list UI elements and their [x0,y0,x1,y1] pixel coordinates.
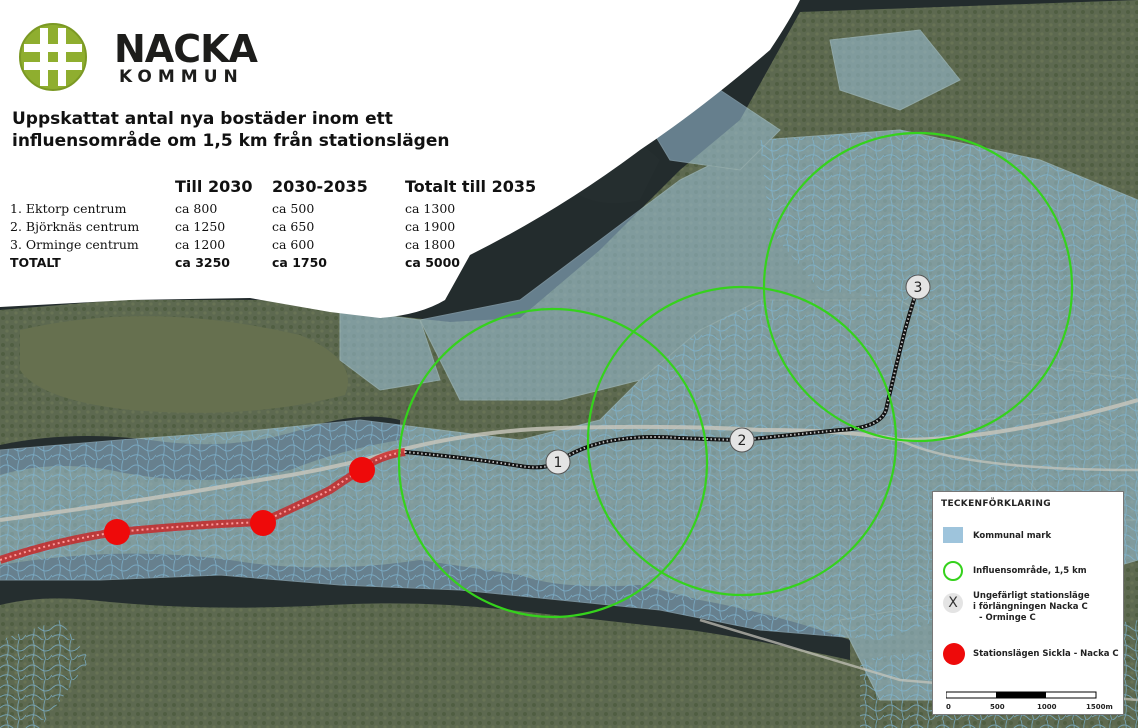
influence-circle-2[interactable] [586,285,898,597]
cell: ca 800 [175,201,218,216]
cell: ca 500 [272,201,315,216]
housing-table: Till 2030 2030-2035 Totalt till 2035 1. … [10,177,545,272]
cell: ca 5000 [405,255,460,270]
station-2-marker [729,427,755,453]
station-sickla-2[interactable] [250,510,276,536]
legend-kommunal: Kommunal mark [973,531,1052,541]
cell: ca 1250 [175,219,226,234]
legend-influens: Influensområde, 1,5 km [973,566,1087,576]
scale-tick-1000: 1000 [1037,703,1057,711]
header-blank [10,177,175,200]
logo-sub: KOMMUN [119,67,244,87]
island [20,316,348,413]
secondary-road [699,438,1138,702]
cell: ca 1900 [405,219,456,234]
legend-station-line-1: Ungefärligt stationsläge [973,591,1090,601]
table-row: 3. Orminge centrum ca 1200 ca 600 ca 180… [10,236,545,254]
cell: ca 3250 [175,255,230,270]
legend-station-line-3: - Orminge C [979,613,1036,623]
header-till-2030: Till 2030 [175,177,253,196]
station-1-label: 1 [554,455,563,471]
station-3-label: 3 [914,280,923,296]
scale-tick-1500: 1500m [1086,703,1113,711]
station-symbol-icon: X [943,593,963,613]
station-sickla-3[interactable] [349,457,375,483]
station-3[interactable]: 3 [905,274,931,300]
title-sheet [0,0,800,318]
station-sickla-1[interactable] [104,519,130,545]
legend-title: TECKENFÖRKLARING [941,499,1051,509]
influence-circle-3[interactable] [762,131,1074,443]
table-row: 1. Ektorp centrum ca 800 ca 500 ca 1300 [10,200,545,218]
kommunal-mark-swatch-icon [943,527,963,543]
scale-bar: 0 500 1000 1500m [946,691,1113,711]
station-2[interactable]: 2 [729,427,755,453]
nacka-emblem-icon [19,23,87,91]
cell: TOTALT [10,255,61,270]
nacka-logo: NACKA KOMMUN [18,22,258,94]
logo-word: NACKA [114,27,258,71]
table-header: Till 2030 2030-2035 Totalt till 2035 [10,177,545,200]
legend: TECKENFÖRKLARING Kommunal mark Influenso… [932,491,1124,715]
map-heading: Uppskattat antal nya bostäder inom ett i… [12,109,450,151]
cell: 1. Ektorp centrum [10,201,127,216]
cell: ca 650 [272,219,315,234]
red-station-icon [943,643,965,665]
influence-circle-1[interactable] [397,307,709,619]
scale-tick-500: 500 [990,703,1005,711]
station-3-marker [905,274,931,300]
header-2030-2035: 2030-2035 [272,177,368,196]
influence-circle-icon [943,561,963,581]
cell: ca 600 [272,237,315,252]
legend-sickla: Stationslägen Sickla - Nacka C [973,649,1119,659]
station-2-label: 2 [738,433,747,449]
cell: 3. Orminge centrum [10,237,139,252]
cell: 2. Björknäs centrum [10,219,140,234]
header-totalt: Totalt till 2035 [405,177,537,196]
station-1-marker [545,449,571,475]
station-1[interactable]: 1 [545,449,571,475]
cell: ca 1300 [405,201,456,216]
cell: ca 1750 [272,255,327,270]
legend-station-line-2: i förlängningen Nacka C [973,602,1088,612]
cell: ca 1200 [175,237,226,252]
channel-south [0,553,850,660]
table-total-row: TOTALT ca 3250 ca 1750 ca 5000 [10,254,545,272]
cell: ca 1800 [405,237,456,252]
table-row: 2. Björknäs centrum ca 1250 ca 650 ca 19… [10,218,545,236]
scale-tick-0: 0 [946,703,951,711]
